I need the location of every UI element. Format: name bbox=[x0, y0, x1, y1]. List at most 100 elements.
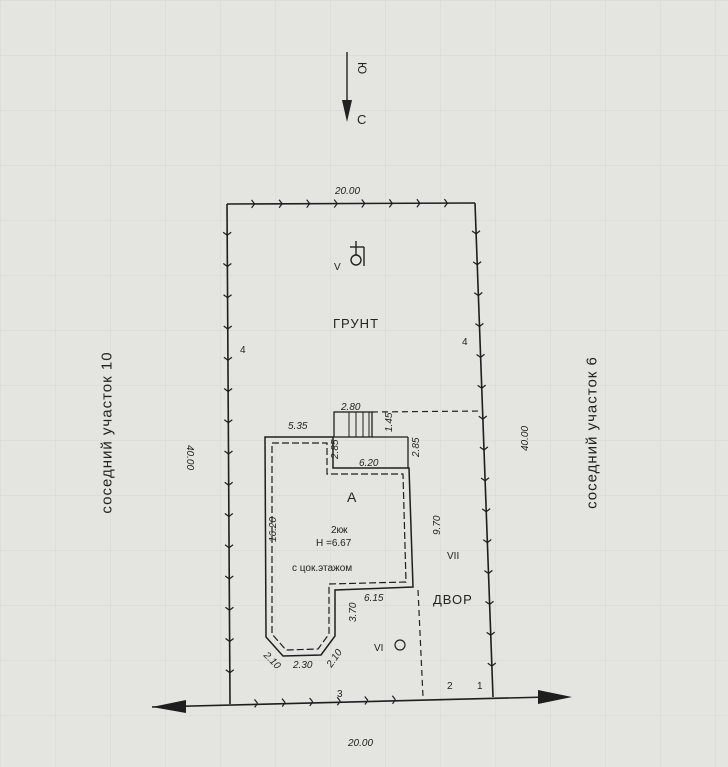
left-side-mark: 4 bbox=[240, 345, 246, 356]
fence-tick bbox=[485, 508, 491, 513]
fence-ticks bbox=[222, 198, 497, 708]
fence-tick bbox=[480, 477, 486, 482]
fence-tick bbox=[227, 294, 232, 299]
fence-tick bbox=[227, 356, 233, 361]
fence-tick bbox=[306, 199, 311, 205]
fence-tick bbox=[228, 512, 234, 517]
fence-tick bbox=[223, 419, 229, 424]
compass: Ю С bbox=[342, 52, 369, 127]
dim-step-left: 2.85 bbox=[330, 439, 341, 460]
yard-code: VII bbox=[447, 551, 459, 562]
fence-tick bbox=[223, 294, 228, 299]
fence-tick bbox=[489, 600, 494, 605]
fence-tick bbox=[227, 419, 233, 424]
fence-tick bbox=[281, 702, 286, 707]
fence-tick bbox=[476, 354, 481, 358]
dim-top-left: 5.35 bbox=[288, 421, 308, 432]
boundary-arrow-left-icon bbox=[152, 700, 186, 713]
building-letter: А bbox=[347, 489, 357, 505]
fence-tick bbox=[224, 481, 230, 486]
fence-tick bbox=[228, 575, 234, 580]
fence-tick bbox=[477, 292, 483, 297]
fence-tick bbox=[222, 263, 228, 267]
fence-tick bbox=[483, 446, 489, 451]
fence-tick bbox=[228, 544, 234, 549]
fence-tick bbox=[333, 199, 338, 204]
fence-tick bbox=[225, 669, 231, 674]
fence-tick bbox=[487, 662, 493, 667]
fence-tick bbox=[278, 199, 283, 205]
length-right-label: 40.00 bbox=[520, 426, 531, 451]
yard-boundaries bbox=[371, 410, 484, 698]
fence-tick bbox=[229, 637, 234, 642]
fence-tick bbox=[361, 199, 366, 204]
fence-tick bbox=[416, 202, 421, 208]
bottom-mark-1: 1 bbox=[477, 681, 483, 692]
neighbor-right-label: соседний участок 6 bbox=[583, 356, 601, 509]
fence-tick bbox=[309, 697, 314, 703]
fence-tick bbox=[479, 446, 485, 451]
width-bottom-label: 20.00 bbox=[347, 738, 373, 749]
fence-tick bbox=[472, 261, 478, 266]
fence-tick bbox=[388, 202, 393, 208]
fence-tick bbox=[254, 702, 259, 708]
fence-tick bbox=[392, 699, 396, 705]
fence-tick bbox=[229, 669, 235, 674]
fence-tick bbox=[479, 322, 484, 327]
fence-tick bbox=[491, 662, 497, 667]
fence-tick bbox=[227, 262, 232, 267]
building-height: Н =6.67 bbox=[316, 538, 352, 549]
fence-tick bbox=[225, 638, 230, 642]
fence-tick bbox=[306, 203, 311, 209]
fence-tick bbox=[481, 384, 487, 389]
fence-tick bbox=[443, 202, 448, 208]
fence-tick bbox=[482, 539, 488, 544]
fence-tick bbox=[333, 203, 338, 208]
fence-tick bbox=[478, 415, 484, 420]
well-icon bbox=[350, 241, 365, 266]
vi-circle-icon bbox=[394, 639, 406, 651]
fence-tick bbox=[416, 198, 421, 204]
fence-tick bbox=[227, 325, 233, 330]
fence-tick bbox=[223, 356, 229, 361]
fence-tick bbox=[226, 231, 232, 236]
fence-tick bbox=[227, 387, 233, 392]
fence-tick bbox=[224, 575, 230, 580]
fence-tick bbox=[251, 199, 256, 205]
fence-tick bbox=[224, 513, 230, 517]
dim-porch-depth: 1.45 bbox=[384, 412, 395, 432]
fence-tick bbox=[486, 631, 492, 636]
fence-tick bbox=[477, 384, 483, 389]
compass-north-label: Ю bbox=[355, 62, 369, 74]
dim-step-right: 2.85 bbox=[411, 437, 422, 458]
fence-tick bbox=[224, 450, 229, 455]
fence-tick bbox=[475, 323, 480, 327]
bottom-mark-3: 3 bbox=[337, 689, 343, 700]
fence-tick bbox=[364, 696, 369, 701]
fence-tick bbox=[336, 696, 341, 702]
fence-tick bbox=[225, 606, 230, 611]
bottom-mark-2: 2 bbox=[447, 681, 453, 692]
boundary-arrow-right-icon bbox=[538, 690, 572, 704]
fence-tick bbox=[223, 388, 229, 392]
yard-label: ДВОР bbox=[433, 592, 473, 607]
dim-bay-front: 2.30 bbox=[292, 660, 313, 671]
vi-label: VI bbox=[374, 643, 383, 654]
building-note: с цок.этажом bbox=[292, 563, 352, 574]
compass-arrow-icon bbox=[342, 100, 352, 122]
fence-tick bbox=[482, 415, 488, 420]
fence-tick bbox=[251, 203, 256, 209]
fence-tick bbox=[475, 230, 481, 235]
fence-tick bbox=[388, 198, 393, 204]
fence-tick bbox=[278, 203, 283, 209]
dim-right-side: 9.70 bbox=[432, 515, 443, 535]
fence-tick bbox=[309, 701, 314, 707]
fence-tick bbox=[471, 230, 477, 235]
fence-tick bbox=[336, 700, 341, 706]
fence-tick bbox=[281, 698, 286, 703]
fence-tick bbox=[223, 325, 229, 330]
fence-tick bbox=[484, 570, 489, 574]
fence-tick bbox=[490, 631, 496, 636]
fence-tick bbox=[222, 231, 228, 236]
